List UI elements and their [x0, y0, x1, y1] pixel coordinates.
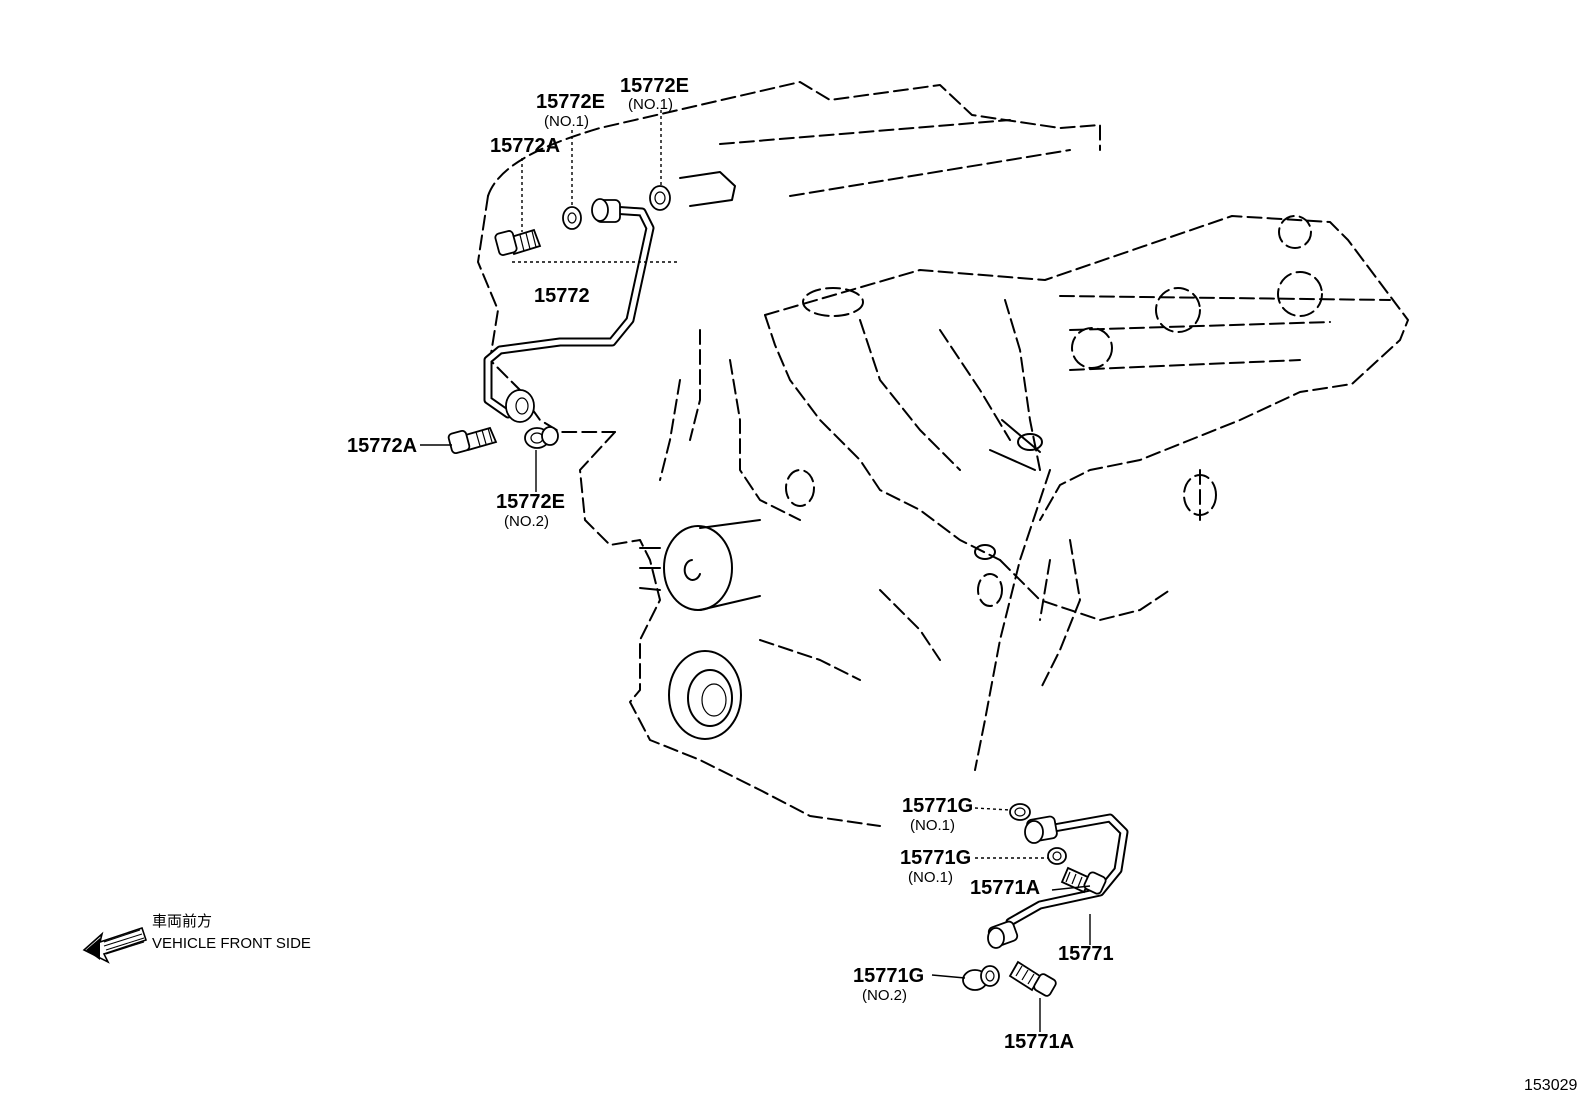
callout-number: 15772E — [496, 491, 565, 513]
callout-sub: (NO.1) — [628, 96, 673, 113]
callout-number: 15772A — [490, 135, 560, 157]
callout-sub: (NO.1) — [908, 869, 953, 886]
leader-lines — [420, 110, 1091, 1032]
callout-15772E-bottom: 15772E (NO.2) — [496, 491, 565, 530]
callout-15771A-mid: 15771A — [970, 877, 1040, 899]
callout-sub: (NO.2) — [504, 513, 549, 530]
callout-15772E-top-left: 15772E (NO.1) — [536, 91, 605, 130]
oil-pipe-15771 — [987, 813, 1129, 949]
callout-number: 15771G — [902, 795, 973, 817]
callout-15772E-top-right: 15772E (NO.1) — [620, 75, 689, 113]
callout-15771G-c: 15771G (NO.2) — [853, 965, 924, 1004]
callout-number: 15772 — [534, 285, 590, 307]
callout-15771A-bottom: 15771A — [1004, 1031, 1074, 1053]
lower-fittings — [962, 803, 1107, 997]
engine-features — [639, 419, 1043, 740]
callout-number: 15772E — [620, 75, 689, 97]
oil-pipe-15772 — [483, 198, 655, 423]
engine-outline — [477, 81, 1409, 827]
callout-number: 15771G — [853, 965, 924, 987]
callouts: 15772E (NO.1) 15772E (NO.1) 15772A 15772… — [347, 75, 1114, 1053]
callout-15771G-b: 15771G (NO.1) — [900, 847, 971, 886]
vehicle-front-indicator: 車両前方 VEHICLE FRONT SIDE — [82, 913, 311, 964]
callout-sub: (NO.2) — [862, 987, 907, 1004]
direction-label-en: VEHICLE FRONT SIDE — [152, 935, 311, 952]
upper-fittings — [447, 171, 736, 454]
callout-number: 15772A — [347, 435, 417, 457]
callout-sub: (NO.1) — [910, 817, 955, 834]
front-arrow-icon — [82, 926, 148, 964]
callout-15772: 15772 — [534, 285, 590, 307]
callout-number: 15771A — [970, 877, 1040, 899]
callout-15772A-top: 15772A — [490, 135, 560, 157]
callout-15771G-a: 15771G (NO.1) — [902, 795, 973, 834]
callout-15771: 15771 — [1058, 943, 1114, 965]
diagram-reference-number: 153029 — [1524, 1077, 1577, 1094]
callout-15772A-left: 15772A — [347, 435, 417, 457]
callout-number: 15772E — [536, 91, 605, 113]
callout-number: 15771A — [1004, 1031, 1074, 1053]
callout-number: 15771 — [1058, 943, 1114, 965]
direction-label-jp: 車両前方 — [152, 913, 212, 930]
callout-sub: (NO.1) — [544, 113, 589, 130]
callout-number: 15771G — [900, 847, 971, 869]
